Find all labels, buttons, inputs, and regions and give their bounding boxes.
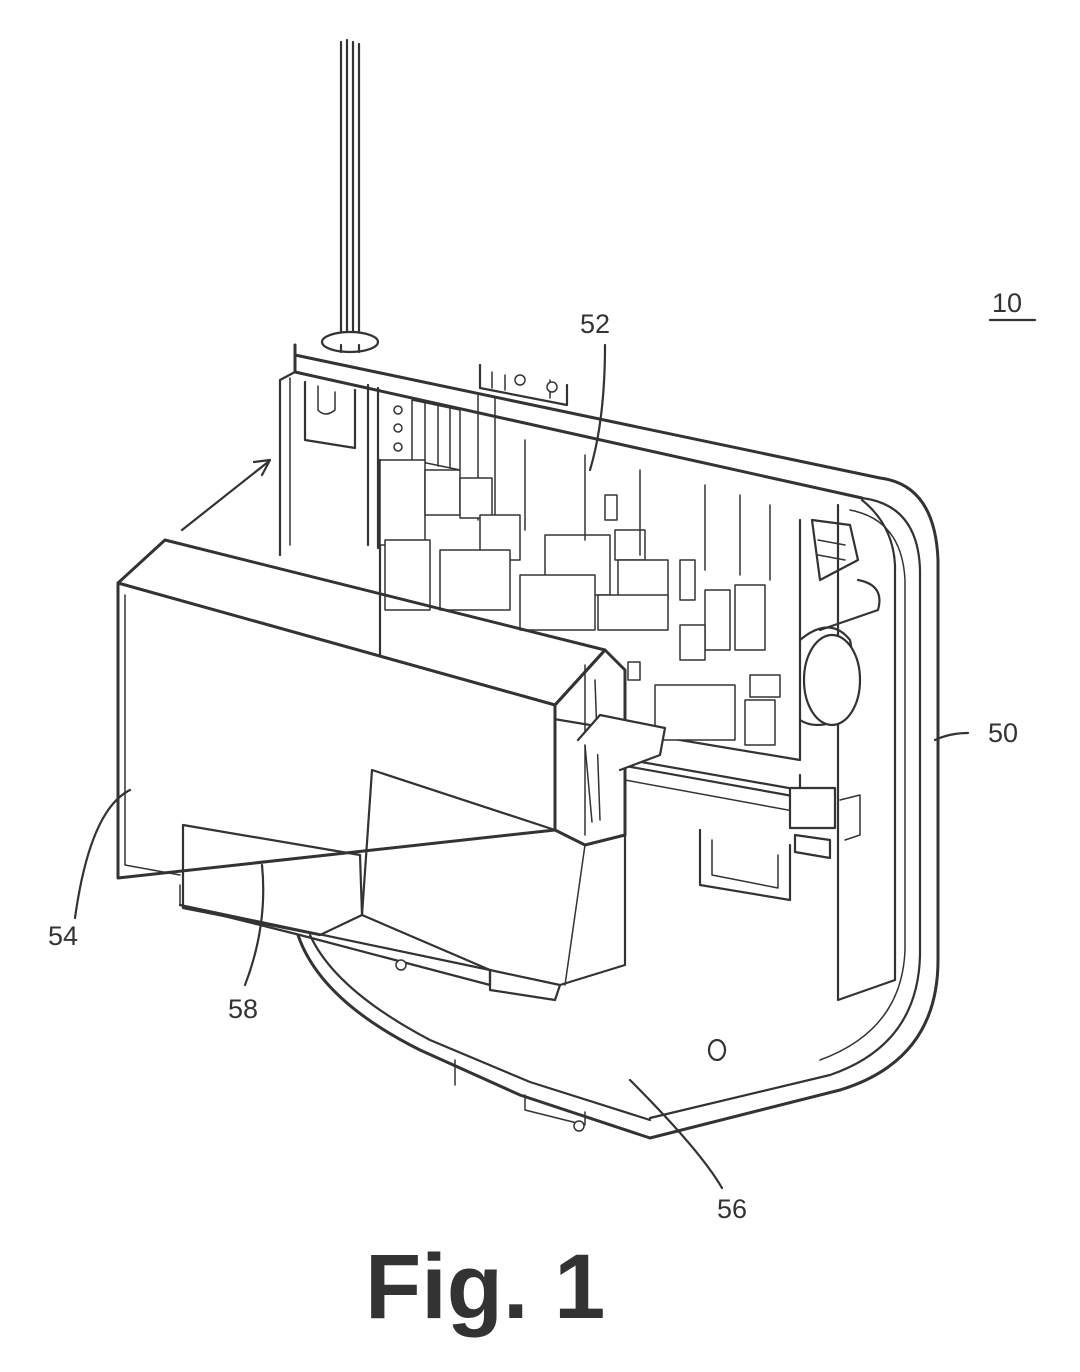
label-cavity: 56 [717,1194,747,1224]
housing [278,343,940,1140]
leader-lines [73,343,970,1190]
cover [116,538,667,1002]
antenna-wires [320,38,380,354]
label-cover: 54 [48,921,78,951]
label-device: 10 [992,288,1022,318]
label-pad: 58 [228,994,258,1024]
label-housing: 50 [988,718,1018,748]
label-circuit-board: 52 [580,309,610,339]
figure-caption: Fig. 1 [365,1236,605,1338]
assembly-arrow [180,458,272,532]
